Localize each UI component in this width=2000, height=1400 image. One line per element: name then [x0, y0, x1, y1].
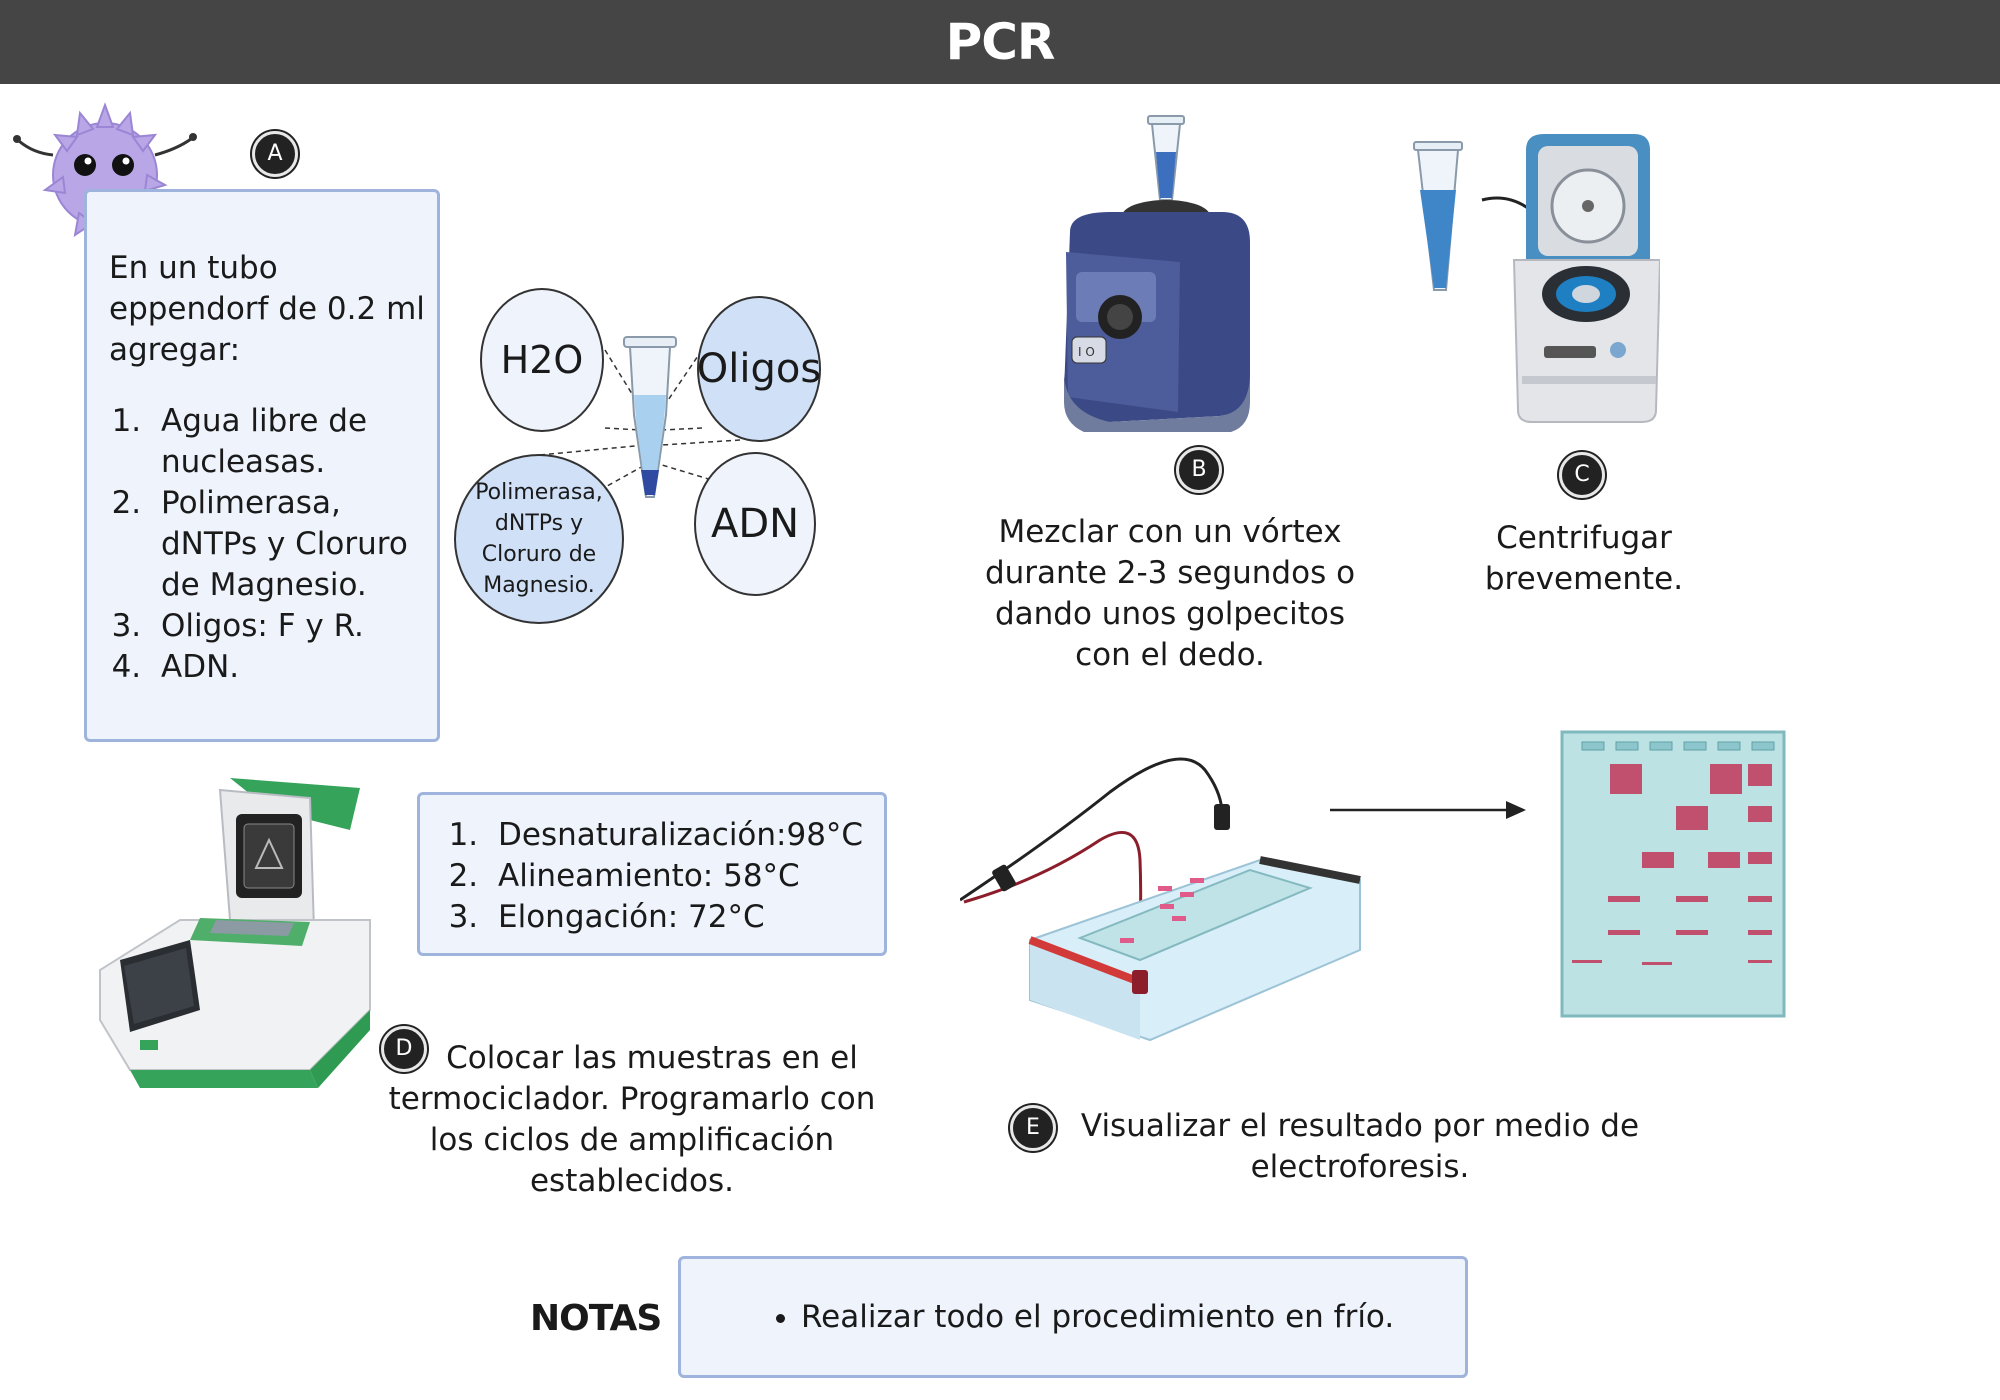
bubble-oligos-label: Oligos — [696, 346, 822, 392]
bubble-oligos: Oligos — [697, 296, 821, 442]
bubble-adn-label: ADN — [710, 501, 800, 547]
cycle-list: Desnaturalización:98°C Alineamiento: 58°… — [430, 815, 863, 938]
notas-panel: Realizar todo el procedimiento en frío. — [678, 1256, 1468, 1378]
microcentrifuge-icon — [1413, 134, 1660, 423]
cycle-item: Elongación: 72°C — [488, 897, 863, 938]
header-bar — [0, 0, 2000, 84]
gel-result-icon — [1560, 730, 1786, 1018]
step-a-panel: En un tubo eppendorf de 0.2 ml agregar: … — [84, 189, 440, 742]
step-d-caption: Colocar las muestras en el termociclador… — [388, 1040, 876, 1199]
svg-text:I O: I O — [1078, 345, 1095, 359]
vortex-mixer-icon: I O — [1064, 115, 1250, 432]
notas-label: NOTAS — [530, 1298, 662, 1339]
step-badge-b: B — [1176, 447, 1222, 493]
bubble-h2o-label: H2O — [500, 338, 584, 382]
thermocycler-icon — [99, 778, 371, 1088]
step-a-intro: En un tubo eppendorf de 0.2 ml agregar: — [109, 250, 425, 368]
reagent-list: Agua libre de nucleasas. Polimerasa, dNT… — [109, 401, 429, 688]
reagent-item: Agua libre de nucleasas. — [151, 401, 429, 483]
notas-item: Realizar todo el procedimiento en frío. — [801, 1297, 1394, 1338]
cycle-item: Alineamiento: 58°C — [488, 856, 863, 897]
step-b-caption: Mezclar con un vórtex durante 2-3 segund… — [984, 514, 1356, 673]
electrophoresis-chamber-icon — [960, 757, 1361, 1042]
bubble-polimerasa: Polimerasa, dNTPs y Cloruro de Magnesio. — [454, 454, 624, 624]
bubble-polimerasa-label: Polimerasa, dNTPs y Cloruro de Magnesio. — [475, 480, 603, 598]
step-badge-d: D — [381, 1026, 427, 1072]
page-title: PCR — [945, 13, 1056, 71]
step-e-caption: Visualizar el resultado por medio de ele… — [1080, 1108, 1640, 1185]
cycles-panel: Desnaturalización:98°C Alineamiento: 58°… — [417, 792, 887, 956]
bubble-h2o: H2O — [480, 288, 604, 432]
step-badge-e: E — [1010, 1105, 1056, 1151]
step-badge-c: C — [1559, 452, 1605, 498]
reagent-item: Oligos: F y R. — [151, 606, 429, 647]
step-badge-a: A — [252, 131, 298, 177]
reagent-item: Polimerasa, dNTPs y Cloruro de Magnesio. — [151, 483, 429, 606]
flow-arrow-icon — [1330, 801, 1526, 819]
bubble-adn: ADN — [694, 452, 816, 596]
cycle-item: Desnaturalización:98°C — [488, 815, 863, 856]
notas-list: Realizar todo el procedimiento en frío. — [681, 1297, 1394, 1338]
pcr-tube-icon — [623, 336, 677, 498]
reagent-item: ADN. — [151, 647, 429, 688]
step-c-caption: Centrifugar brevemente. — [1484, 520, 1684, 597]
